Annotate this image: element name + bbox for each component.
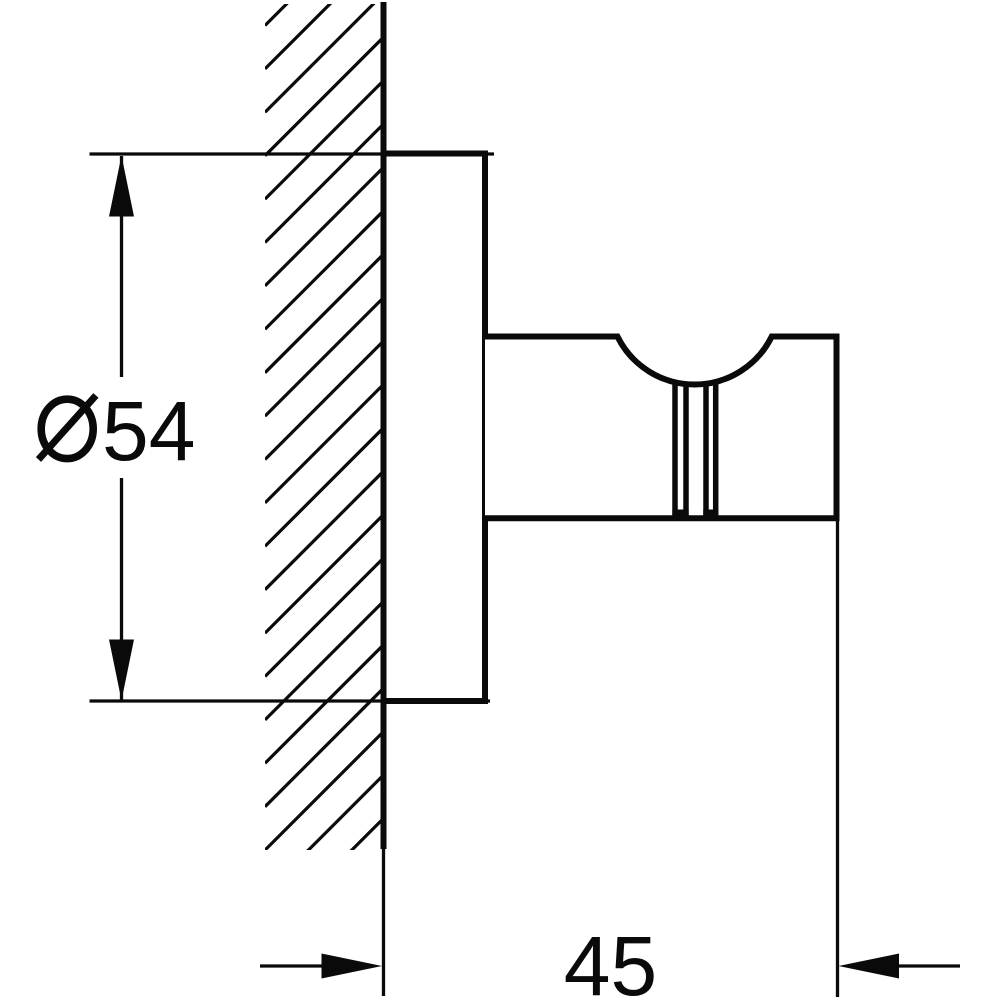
svg-text:54: 54	[102, 384, 195, 478]
svg-text:45: 45	[564, 919, 657, 1000]
